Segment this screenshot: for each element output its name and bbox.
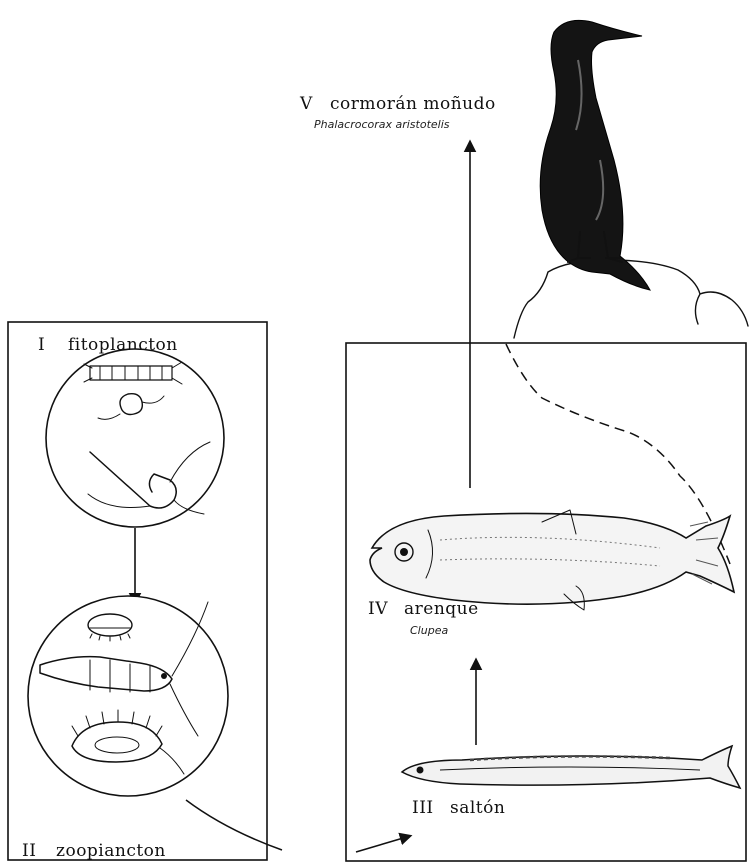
level-2-label: zoopiancton [56,841,166,861]
level-5-scientific-name: Phalacrocorax aristotelis [314,118,450,131]
level-3-numeral: III [412,798,434,818]
level-1-numeral: I [38,335,45,355]
phytoplankton-icon [46,349,224,527]
level-3-label: saltón [450,798,505,818]
level-4-scientific-name: Clupea [410,624,448,637]
level-2-numeral: II [22,841,36,861]
level-5-numeral: V [299,94,313,114]
zoo-to-saltón-arrow [356,836,410,852]
cormorant-icon [540,20,650,290]
level-4-label: arenque [404,599,479,619]
zooplankton-icon [28,596,228,796]
level-5-label: cormorán moñudo [330,94,496,114]
herring-icon [370,510,734,610]
level-4-numeral: IV [368,599,388,619]
sand-eel-icon [402,746,740,788]
